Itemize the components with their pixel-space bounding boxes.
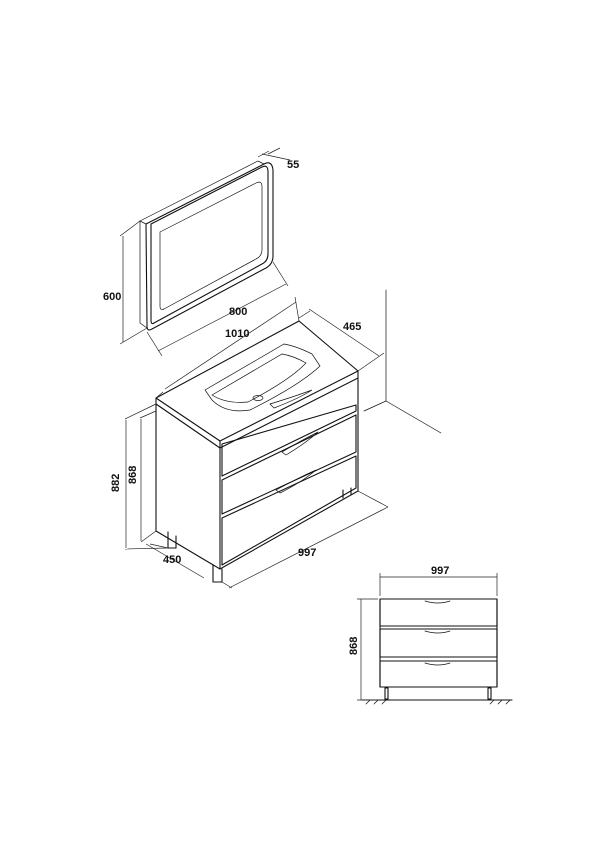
cabinet <box>155 320 359 583</box>
label-mirror-depth: 55 <box>287 159 299 171</box>
wall-lines <box>363 289 442 434</box>
label-cabinet-depth: 450 <box>163 554 181 566</box>
label-mirror-height: 600 <box>103 291 121 303</box>
front-view <box>357 573 513 705</box>
label-front-height: 868 <box>348 637 360 655</box>
label-height-total: 882 <box>110 474 122 492</box>
mirror-dimension-lines <box>119 147 291 357</box>
label-front-width: 997 <box>431 565 449 577</box>
cabinet-dimension-lines <box>124 296 389 589</box>
label-cabinet-width: 997 <box>298 547 316 559</box>
mirror <box>139 160 274 331</box>
label-height-cabinet: 868 <box>127 466 139 484</box>
floor-hatching <box>365 699 511 705</box>
label-top-depth: 465 <box>343 321 361 333</box>
label-mirror-width: 800 <box>229 306 247 318</box>
label-top-width: 1010 <box>225 328 249 340</box>
